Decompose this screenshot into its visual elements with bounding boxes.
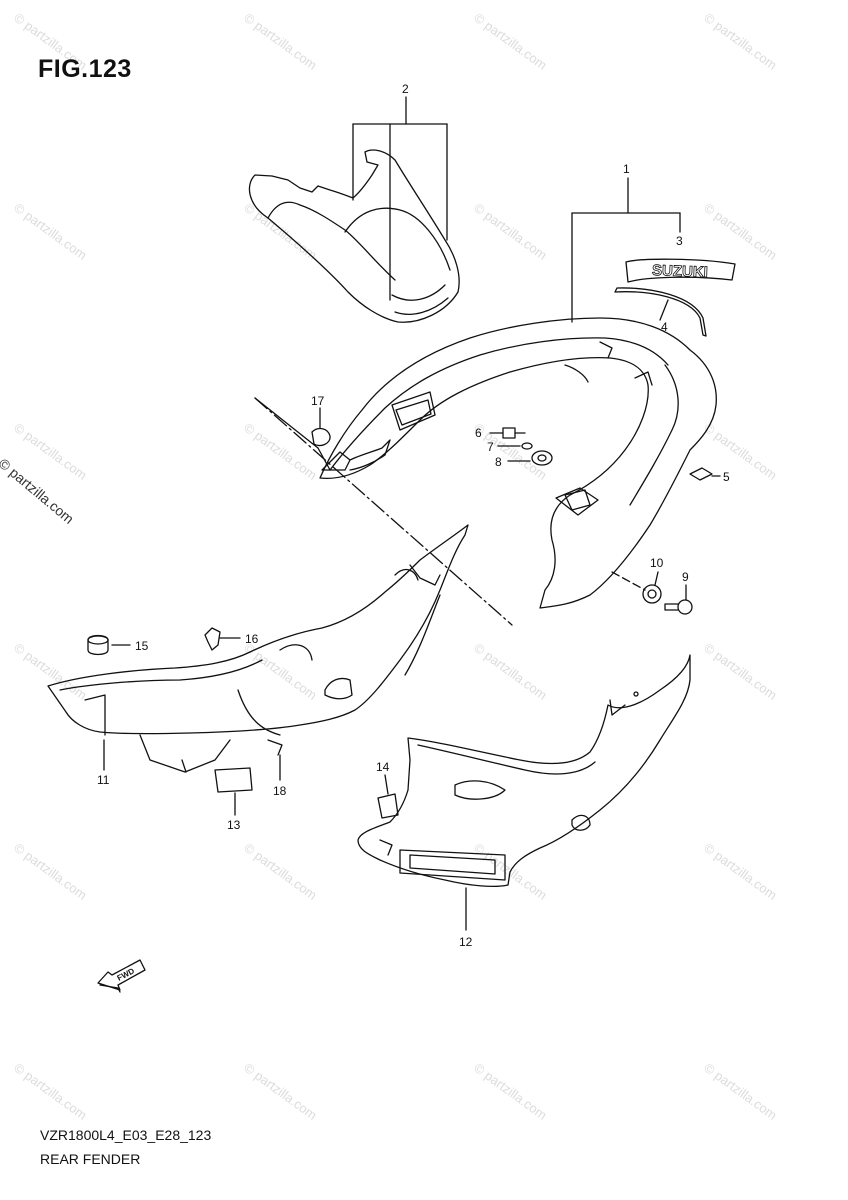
callout-labels: 1 2 3 4 5 6 7 8 9 10 11 12 13 14 15 16 1… [97,82,730,949]
dash-leader-9 [611,571,646,591]
callout-16: 16 [245,632,259,646]
callout-8: 8 [495,455,502,469]
assembly-line-c [317,447,331,471]
part-2-leaders [352,96,448,301]
part-13-pad [214,767,253,816]
callout-5: 5 [723,470,730,484]
callout-7: 7 [487,440,494,454]
part-15-cap [87,634,131,656]
emblem-text: SUZUKI [652,262,708,281]
callout-14: 14 [376,760,390,774]
part-1-rear-fender [319,317,717,609]
callout-18: 18 [273,784,287,798]
callout-2: 2 [402,82,409,96]
figure-title: FIG.123 [38,55,132,83]
callout-9: 9 [682,570,689,584]
part-5-clip [689,467,721,481]
callout-1: 1 [623,162,630,176]
part-1-leaders [571,177,681,323]
part-14-pad [377,774,399,819]
part-16-clip [204,627,241,651]
part-2-cover [248,149,460,323]
callout-17: 17 [311,394,325,408]
part-4-trim-strip [614,287,707,337]
assembly-line-b [254,397,319,449]
callout-11: 11 [97,773,110,787]
callout-15: 15 [135,639,149,653]
part-8-cushion [507,450,553,466]
callout-3: 3 [676,234,683,248]
part-17-cushion [311,407,331,447]
figure-code: VZR1800L4_E03_E28_123 [40,1127,212,1143]
part-12-side-cover [357,654,691,888]
part-3-emblem [625,258,736,283]
callout-12: 12 [459,935,473,949]
callout-4: 4 [661,320,668,334]
part-6-bolt [489,427,526,439]
assembly-line-a [254,397,513,626]
part-9-screw [664,584,693,615]
fwd-arrow-icon [97,959,146,993]
callout-10: 10 [650,556,664,570]
figure-name: REAR FENDER [40,1151,141,1167]
callout-13: 13 [227,818,241,832]
part-10-grommet [642,571,662,604]
callout-6: 6 [475,426,482,440]
part-11-side-cover [47,524,469,773]
part-18-screw [267,739,283,781]
part-7-washer [497,442,533,450]
